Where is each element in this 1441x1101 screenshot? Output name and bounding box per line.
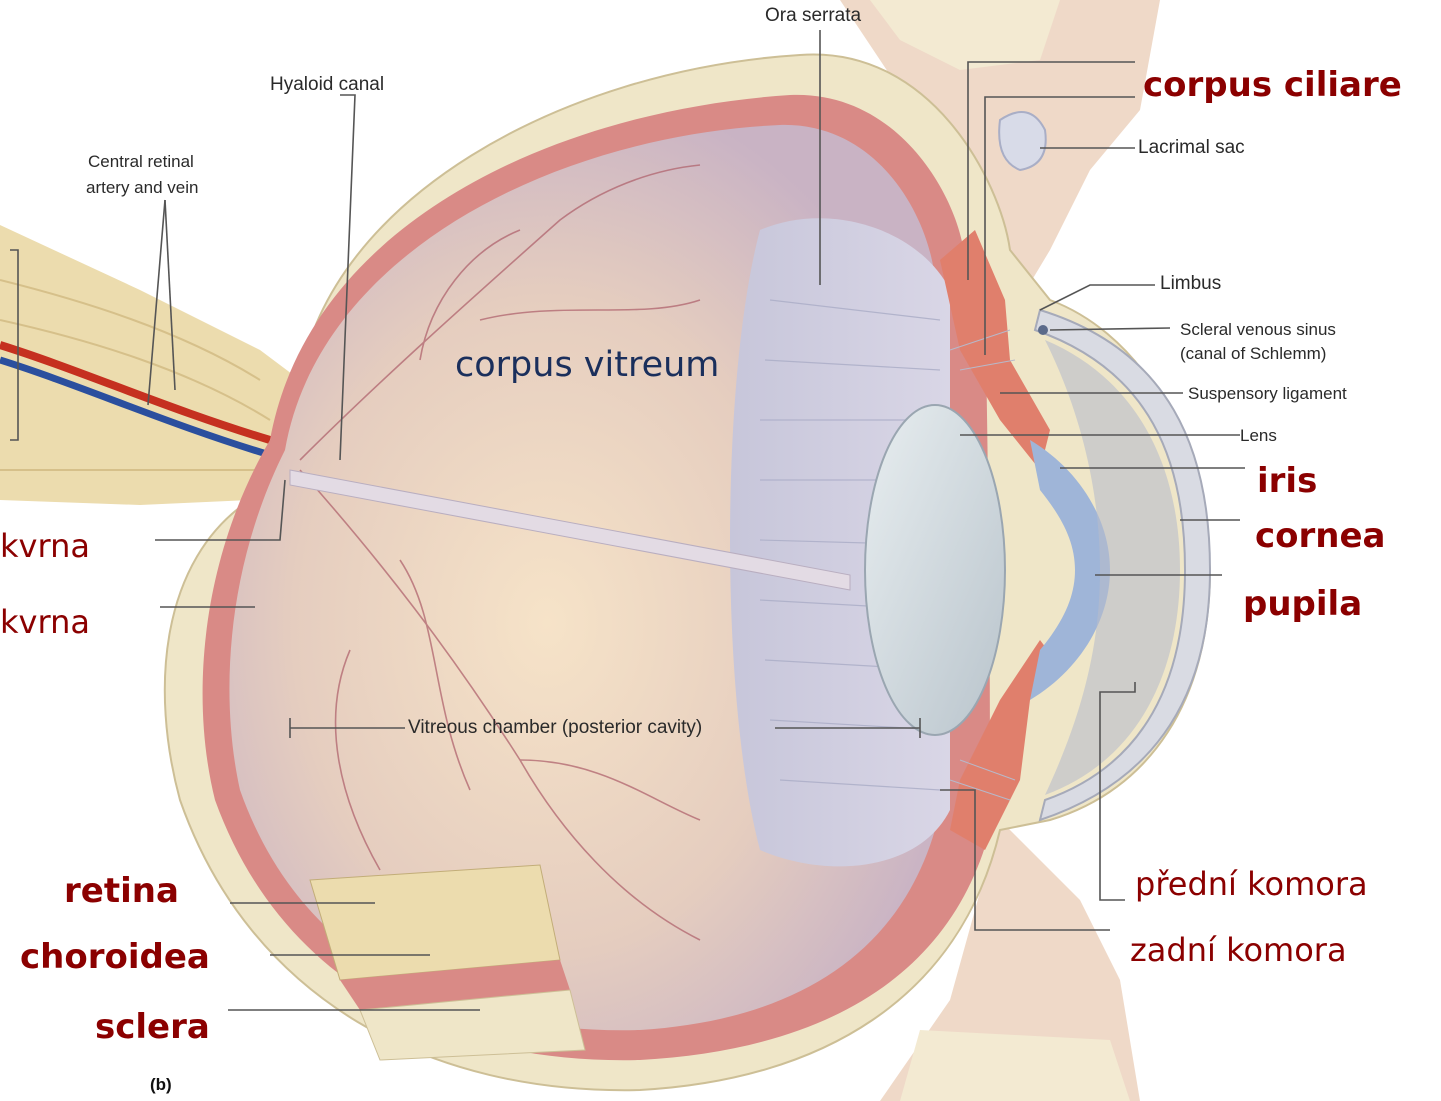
label-retina: retina [64,874,179,908]
label-central-retinal: Central retinal [88,152,194,172]
label-ora-serrata: Ora serrata [765,6,861,25]
label-iris: iris [1257,464,1317,498]
label-scleral-venous-sinus: Scleral venous sinus [1180,320,1336,340]
bone-bottom [900,1030,1130,1101]
label-vitreous-chamber: Vitreous chamber (posterior cavity) [408,718,702,737]
label-corpus-vitreum: corpus vitreum [455,348,719,383]
label-pupila: pupila [1243,587,1362,621]
label-limbus: Limbus [1160,274,1221,293]
label-sclera: sclera [95,1010,210,1044]
label-kvrna-2: kvrna [0,606,90,638]
label-cornea: cornea [1255,519,1386,553]
label-artery-and-vein: artery and vein [86,178,198,198]
label-lens: Lens [1240,426,1277,446]
label-choroidea: choroidea [20,940,210,974]
label-canal-of-schlemm: (canal of Schlemm) [1180,344,1326,364]
label-lacrimal-sac: Lacrimal sac [1138,138,1245,157]
panel-label: (b) [150,1076,172,1093]
scleral-sinus-dot [1038,325,1048,335]
label-predni-komora: přední komora [1135,868,1368,900]
label-corpus-ciliare: corpus ciliare [1143,68,1402,102]
layer-cutaway-retina [310,865,560,980]
label-kvrna-1: kvrna [0,530,90,562]
optic-nerve [0,225,300,505]
label-hyaloid-canal: Hyaloid canal [270,75,384,94]
label-suspensory-ligament: Suspensory ligament [1188,384,1347,404]
lens-shape [865,405,1005,735]
label-zadni-komora: zadní komora [1130,934,1347,966]
